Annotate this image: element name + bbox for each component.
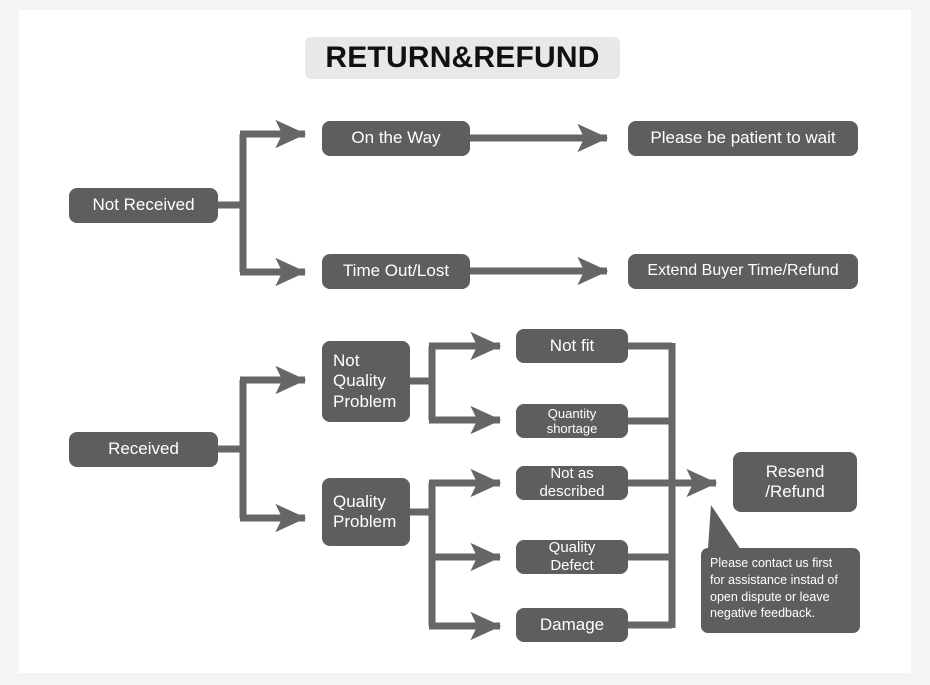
- node-damage[interactable]: Damage: [516, 608, 628, 642]
- node-not-as-described[interactable]: Not as described: [516, 465, 628, 500]
- node-quality-problem[interactable]: Quality Problem: [322, 478, 410, 546]
- page-title: RETURN&REFUND: [305, 37, 620, 79]
- node-please-be-patient-to-wait[interactable]: Please be patient to wait: [628, 121, 858, 156]
- node-resend-refund[interactable]: Resend /Refund: [733, 452, 857, 512]
- node-quantity-shortage[interactable]: Quantity shortage: [516, 404, 628, 438]
- node-quality-defect[interactable]: Quality Defect: [516, 539, 628, 574]
- node-received[interactable]: Received: [69, 432, 218, 467]
- node-not-fit[interactable]: Not fit: [516, 329, 628, 363]
- callout-note: Please contact us first for assistance i…: [701, 548, 860, 633]
- node-not-quality-problem[interactable]: Not Quality Problem: [322, 341, 410, 422]
- node-time-out-lost[interactable]: Time Out/Lost: [322, 254, 470, 289]
- node-on-the-way[interactable]: On the Way: [322, 121, 470, 156]
- node-not-received[interactable]: Not Received: [69, 188, 218, 223]
- node-extend-buyer-time-refund[interactable]: Extend Buyer Time/Refund: [628, 254, 858, 289]
